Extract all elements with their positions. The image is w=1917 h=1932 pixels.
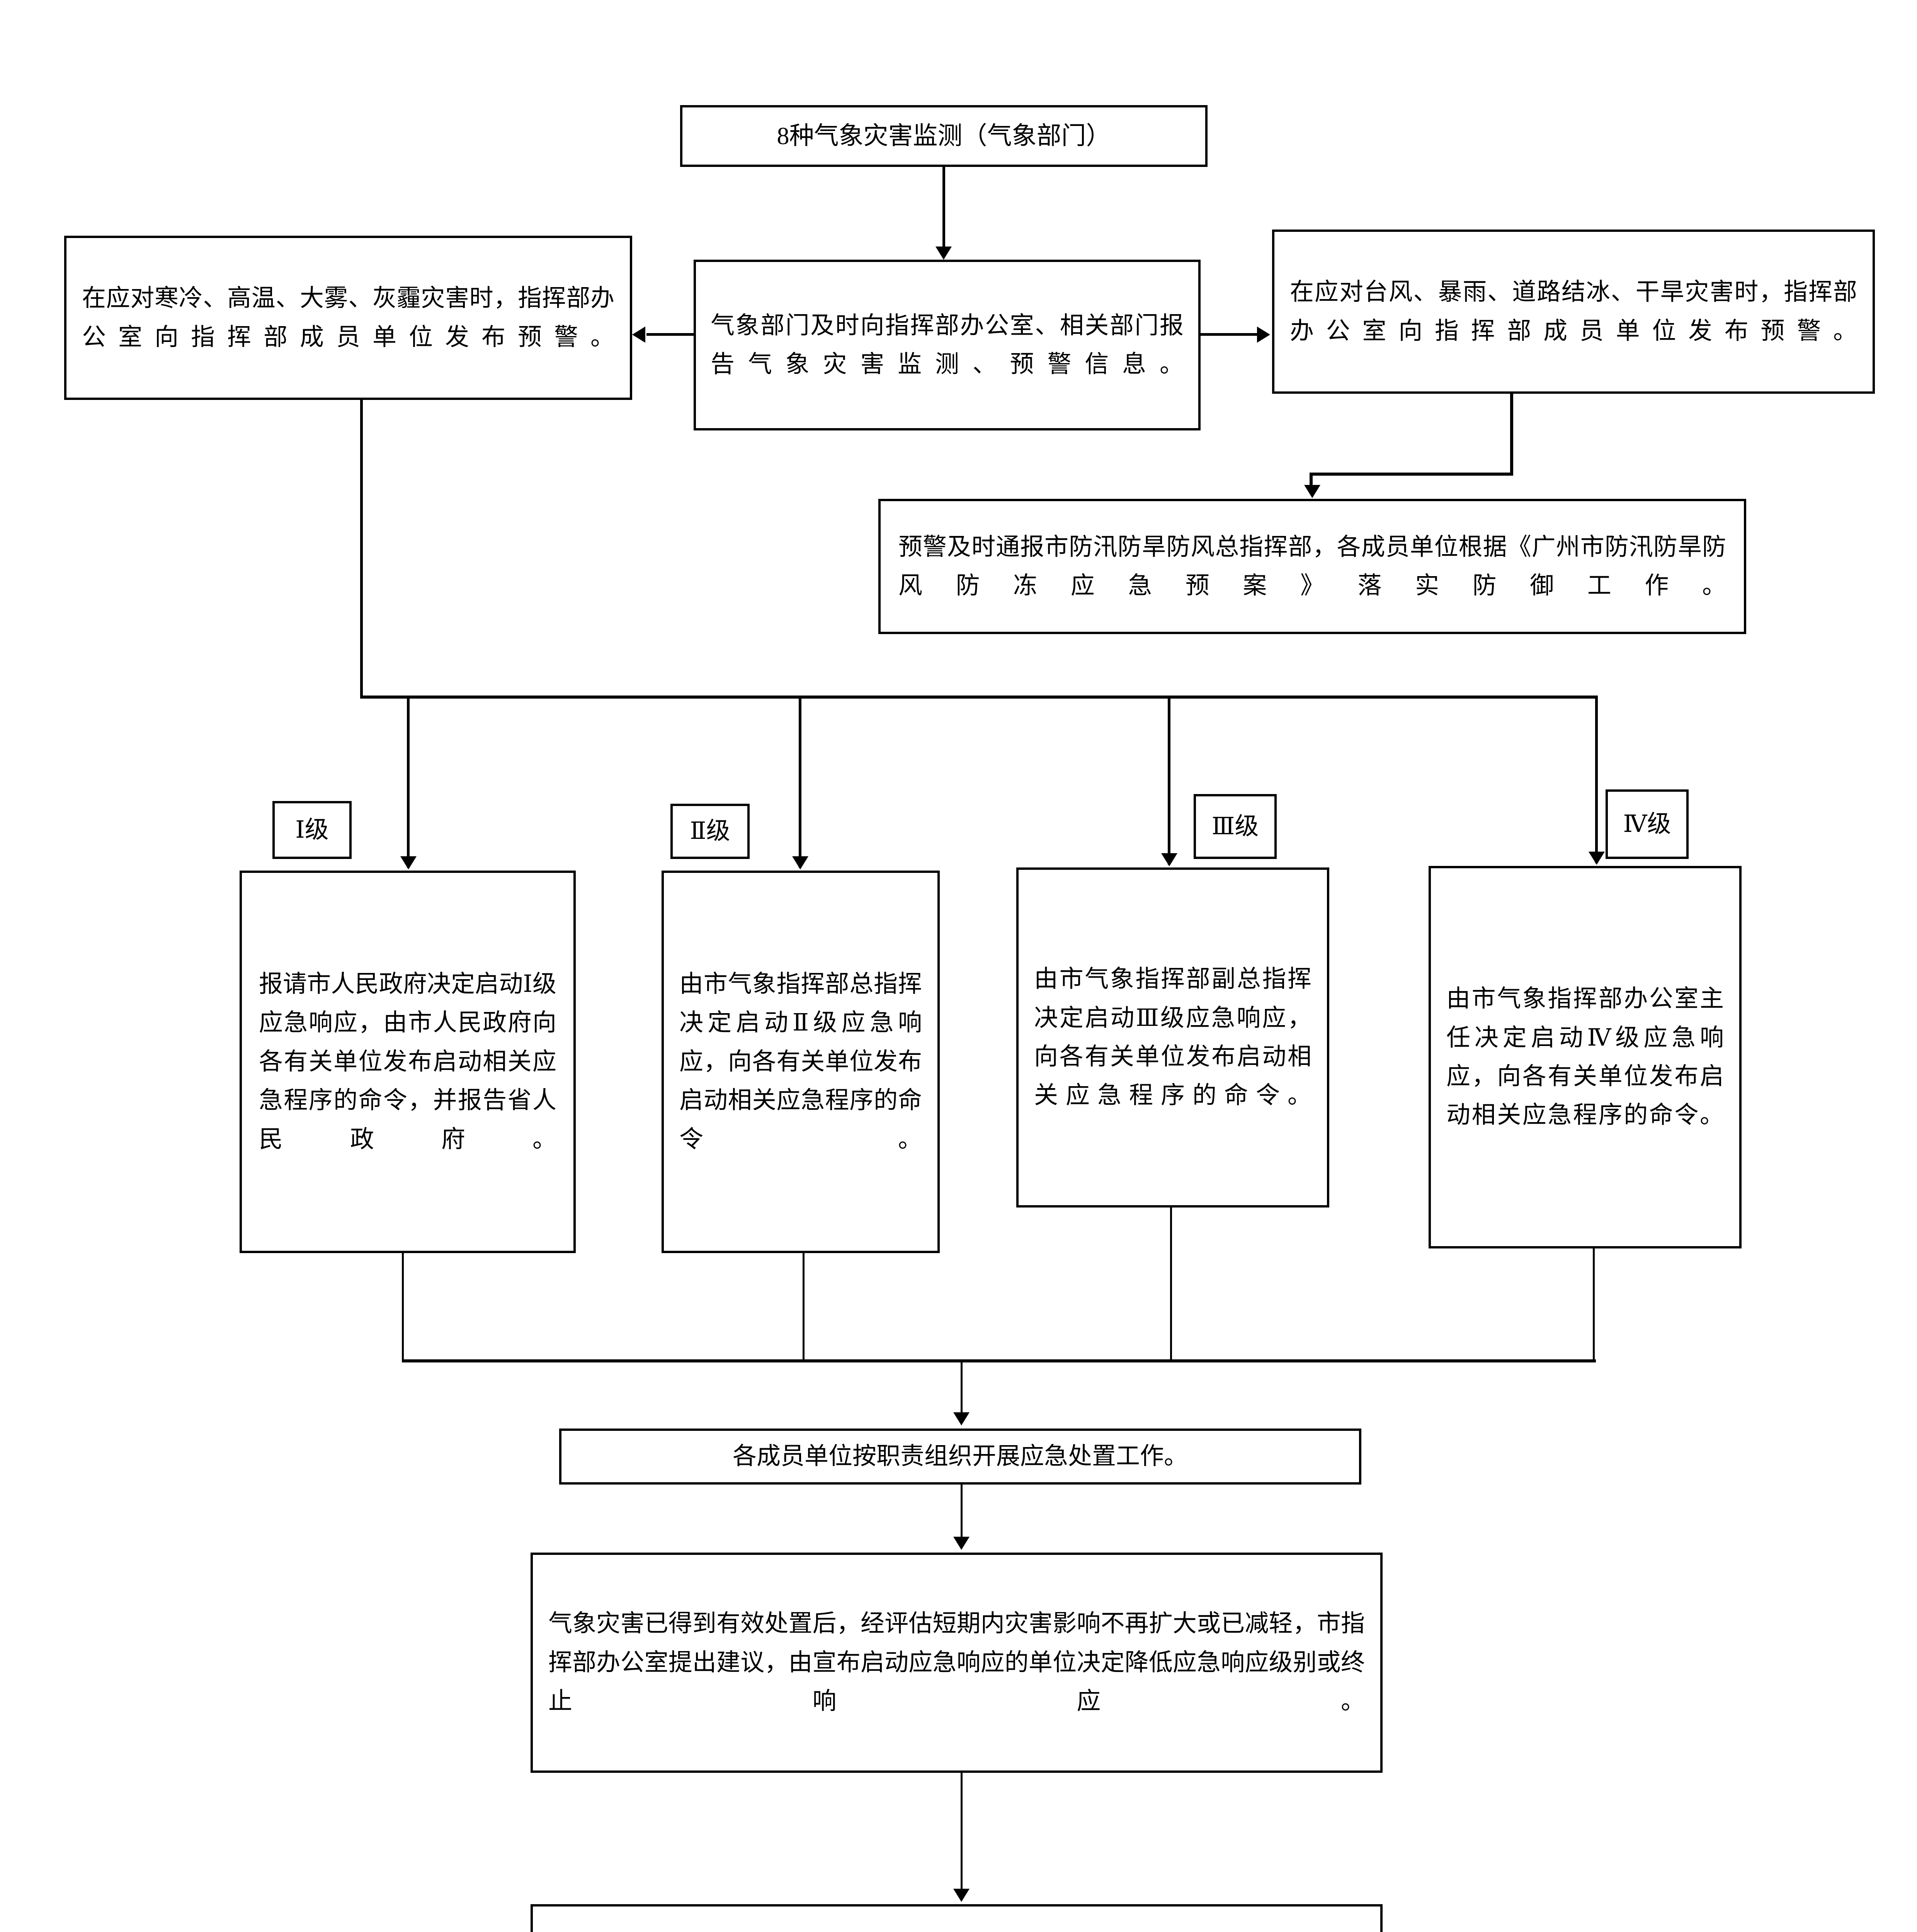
node-level2-tag[interactable]: Ⅱ级: [670, 804, 750, 859]
node-disposal[interactable]: 各成员单位按职责组织开展应急处置工作。: [559, 1429, 1361, 1485]
arrowhead-merge-to-disposal: [953, 1412, 970, 1425]
node-cold-warning[interactable]: 在应对寒冷、高温、大雾、灰霾灾害时，指挥部办公室向指挥部成员单位发布预警。: [64, 236, 632, 400]
arrowhead-report-to-typhoon: [1257, 327, 1270, 343]
connector-typhoon-down: [1510, 394, 1513, 475]
connector-merge-bus: [402, 1359, 1596, 1362]
connector-level4-down: [1593, 1248, 1595, 1362]
connector-typhoon-to-floodhq: [1310, 473, 1313, 487]
arrowhead-bus-to-level1: [400, 856, 417, 869]
node-level2-tag-label: Ⅱ级: [690, 818, 730, 845]
node-level2-action-label: 由市气象指挥部总指挥决定启动Ⅱ级应急响应，向各有关单位发布启动相关应急程序的命令…: [679, 971, 922, 1153]
connector-cold-down: [360, 400, 363, 698]
connector-level-bus: [360, 696, 1597, 699]
node-level1-tag-label: Ⅰ级: [295, 816, 329, 843]
connector-bus-to-level2: [799, 696, 801, 868]
node-level4-tag[interactable]: Ⅳ级: [1606, 789, 1689, 859]
node-level1-tag[interactable]: Ⅰ级: [272, 801, 352, 859]
node-flood-hq-label: 预警及时通报市防汛防旱防风总指挥部，各成员单位根据《广州市防汛防旱防风防冻应急预…: [898, 534, 1726, 599]
connector-bus-to-level1: [407, 696, 410, 868]
node-level3-tag[interactable]: Ⅲ级: [1194, 794, 1277, 859]
node-level4-action[interactable]: 由市气象指挥部办公室主任决定启动Ⅳ级应急响应，向各有关单位发布启动相关应急程序的…: [1429, 866, 1742, 1248]
arrowhead-bus-to-level2: [792, 856, 808, 869]
node-downgrade[interactable]: 气象灾害已得到有效处置后，经评估短期内灾害影响不再扩大或已减轻，市指挥部办公室提…: [531, 1553, 1383, 1773]
arrowhead-downgrade-to-aftermath: [953, 1889, 970, 1902]
arrowhead-monitoring-to-report: [936, 247, 952, 260]
node-level2-action[interactable]: 由市气象指挥部总指挥决定启动Ⅱ级应急响应，向各有关单位发布启动相关应急程序的命令…: [662, 871, 940, 1253]
connector-report-to-typhoon: [1199, 333, 1257, 336]
arrowhead-disposal-to-downgrade: [953, 1537, 970, 1550]
node-level3-tag-label: Ⅲ级: [1211, 813, 1259, 840]
node-report[interactable]: 气象部门及时向指挥部办公室、相关部门报告气象灾害监测、预警信息。: [694, 260, 1201, 430]
node-aftermath[interactable]: 后期处置（包括制定计划、调查评估、征用补偿、灾害保险等）: [531, 1904, 1383, 1932]
connector-downgrade-to-aftermath: [961, 1773, 963, 1890]
node-monitoring[interactable]: 8种气象灾害监测（气象部门）: [680, 105, 1208, 167]
connector-bus-to-level3: [1168, 696, 1170, 865]
connector-typhoon-across: [1310, 473, 1513, 476]
node-report-label: 气象部门及时向指挥部办公室、相关部门报告气象灾害监测、预警信息。: [711, 312, 1184, 378]
connector-report-to-cold: [646, 333, 695, 336]
node-flood-hq[interactable]: 预警及时通报市防汛防旱防风总指挥部，各成员单位根据《广州市防汛防旱防风防冻应急预…: [878, 499, 1746, 634]
connector-merge-to-disposal: [961, 1359, 963, 1415]
connector-monitoring-to-report: [942, 167, 945, 247]
connector-level3-down: [1170, 1208, 1172, 1362]
node-level4-action-label: 由市气象指挥部办公室主任决定启动Ⅳ级应急响应，向各有关单位发布启动相关应急程序的…: [1446, 986, 1724, 1129]
arrowhead-bus-to-level3: [1161, 853, 1177, 866]
node-monitoring-label: 8种气象灾害监测（气象部门）: [777, 122, 1111, 150]
node-downgrade-label: 气象灾害已得到有效处置后，经评估短期内灾害影响不再扩大或已减轻，市指挥部办公室提…: [548, 1611, 1365, 1715]
node-level3-action[interactable]: 由市气象指挥部副总指挥决定启动Ⅲ级应急响应，向各有关单位发布启动相关应急程序的命…: [1016, 867, 1329, 1208]
node-disposal-label: 各成员单位按职责组织开展应急处置工作。: [732, 1443, 1188, 1470]
node-level1-action[interactable]: 报请市人民政府决定启动Ⅰ级应急响应，由市人民政府向各有关单位发布启动相关应急程序…: [240, 871, 576, 1253]
node-cold-warning-label: 在应对寒冷、高温、大雾、灰霾灾害时，指挥部办公室向指挥部成员单位发布预警。: [82, 285, 614, 350]
node-level3-action-label: 由市气象指挥部副总指挥决定启动Ⅲ级应急响应，向各有关单位发布启动相关应急程序的命…: [1034, 966, 1311, 1109]
connector-level1-down: [402, 1253, 404, 1362]
arrowhead-report-to-cold: [632, 327, 645, 343]
node-level1-action-label: 报请市人民政府决定启动Ⅰ级应急响应，由市人民政府向各有关单位发布启动相关应急程序…: [259, 971, 556, 1153]
arrowhead-bus-to-level4: [1589, 852, 1605, 865]
node-typhoon-warning[interactable]: 在应对台风、暴雨、道路结冰、干旱灾害时，指挥部办公室向指挥部成员单位发布预警。: [1272, 230, 1875, 394]
connector-disposal-to-downgrade: [961, 1485, 963, 1539]
node-typhoon-warning-label: 在应对台风、暴雨、道路结冰、干旱灾害时，指挥部办公室向指挥部成员单位发布预警。: [1290, 279, 1857, 344]
node-level4-tag-label: Ⅳ级: [1623, 811, 1671, 837]
connector-bus-to-level4: [1595, 696, 1598, 863]
arrowhead-typhoon-to-floodhq: [1304, 485, 1320, 498]
connector-level2-down: [803, 1253, 805, 1362]
